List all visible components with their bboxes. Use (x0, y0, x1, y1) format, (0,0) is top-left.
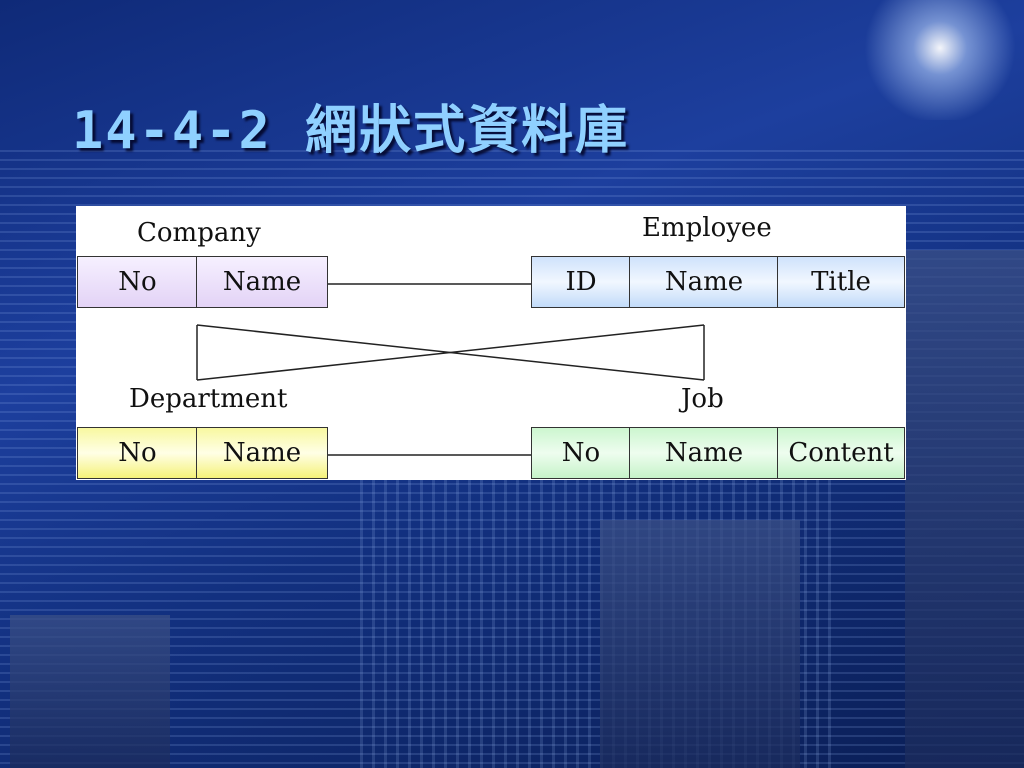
record-label-department: Department (129, 384, 288, 414)
job-field-content: Content (777, 427, 905, 479)
slide-title: 14-4-2 網狀式資料庫 (72, 101, 630, 161)
employee-field-id: ID (531, 256, 631, 308)
job-field-name: Name (629, 427, 779, 479)
job-field-no: No (531, 427, 631, 479)
company-field-name: Name (196, 256, 328, 308)
link-department-employee (196, 324, 705, 381)
department-field-no: No (77, 427, 198, 479)
employee-field-name: Name (629, 256, 779, 308)
record-label-employee: Employee (642, 213, 772, 243)
background-building-right (905, 250, 1024, 768)
background-building-left (10, 615, 170, 768)
record-label-company: Company (137, 218, 261, 248)
background-building-center (600, 520, 800, 768)
record-label-job: Job (681, 384, 724, 414)
employee-field-title: Title (777, 256, 905, 308)
company-field-no: No (77, 256, 198, 308)
background-light-glow (860, 0, 1020, 120)
department-field-name: Name (196, 427, 328, 479)
